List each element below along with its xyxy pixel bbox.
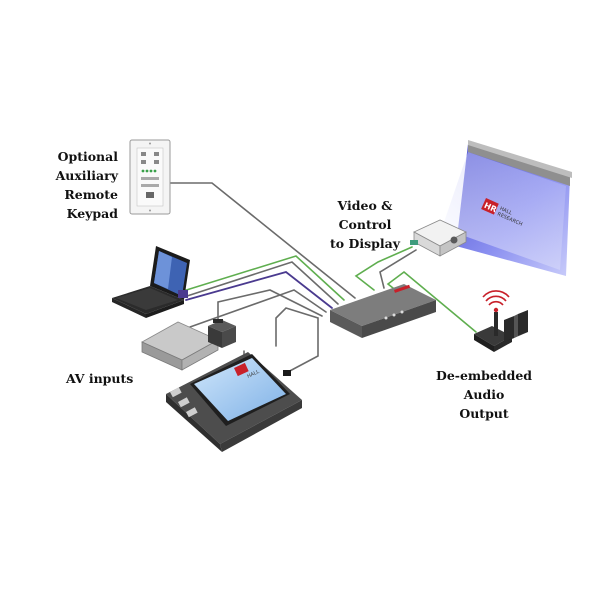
keypad-label-line: Remote: [64, 187, 118, 202]
laptop-icon: [112, 246, 190, 318]
audio-output-label: De-embedded Audio Output: [414, 366, 554, 423]
keypad-label-line: Keypad: [66, 206, 118, 221]
power-adapter-icon: [208, 319, 236, 348]
wall-keypad-icon: [129, 139, 171, 215]
cable-keypad: [169, 182, 356, 299]
matrix-switcher-icon: [330, 284, 436, 338]
video-control-label-line: Video & Control: [337, 198, 393, 232]
cable-laptop-gray: [183, 261, 339, 305]
keypad-label-line: Auxiliary: [55, 168, 118, 183]
cable-panel: [275, 307, 319, 374]
audio-output-label-line: Output: [459, 406, 509, 421]
video-control-label: Video & Control to Display: [312, 196, 418, 253]
disc-player-icon: [141, 321, 219, 371]
touch-panel-icon: HALL: [166, 352, 302, 452]
wireless-transmitter-icon: [474, 290, 528, 352]
cable-video-gray: [379, 249, 417, 289]
projection-screen-icon: HR HALL RESEARCH: [442, 140, 572, 276]
cable-disc-gray: [189, 289, 327, 328]
keypad-label-line: Optional: [57, 149, 118, 164]
svg-text:HALL: HALL: [499, 206, 513, 217]
audio-output-label-line: De-embedded Audio: [435, 368, 533, 402]
cable-laptop-green: [179, 255, 345, 301]
keypad-label: Optional Auxiliary Remote Keypad: [40, 147, 118, 223]
cable-laptop-purple: [185, 271, 333, 309]
svg-text:HALL: HALL: [246, 369, 260, 380]
cable-video-green: [354, 246, 413, 291]
video-control-label-line: to Display: [330, 236, 400, 251]
cable-adapter: [217, 289, 323, 323]
av-inputs-label: AV inputs: [66, 371, 134, 386]
projector-icon: [410, 219, 467, 257]
